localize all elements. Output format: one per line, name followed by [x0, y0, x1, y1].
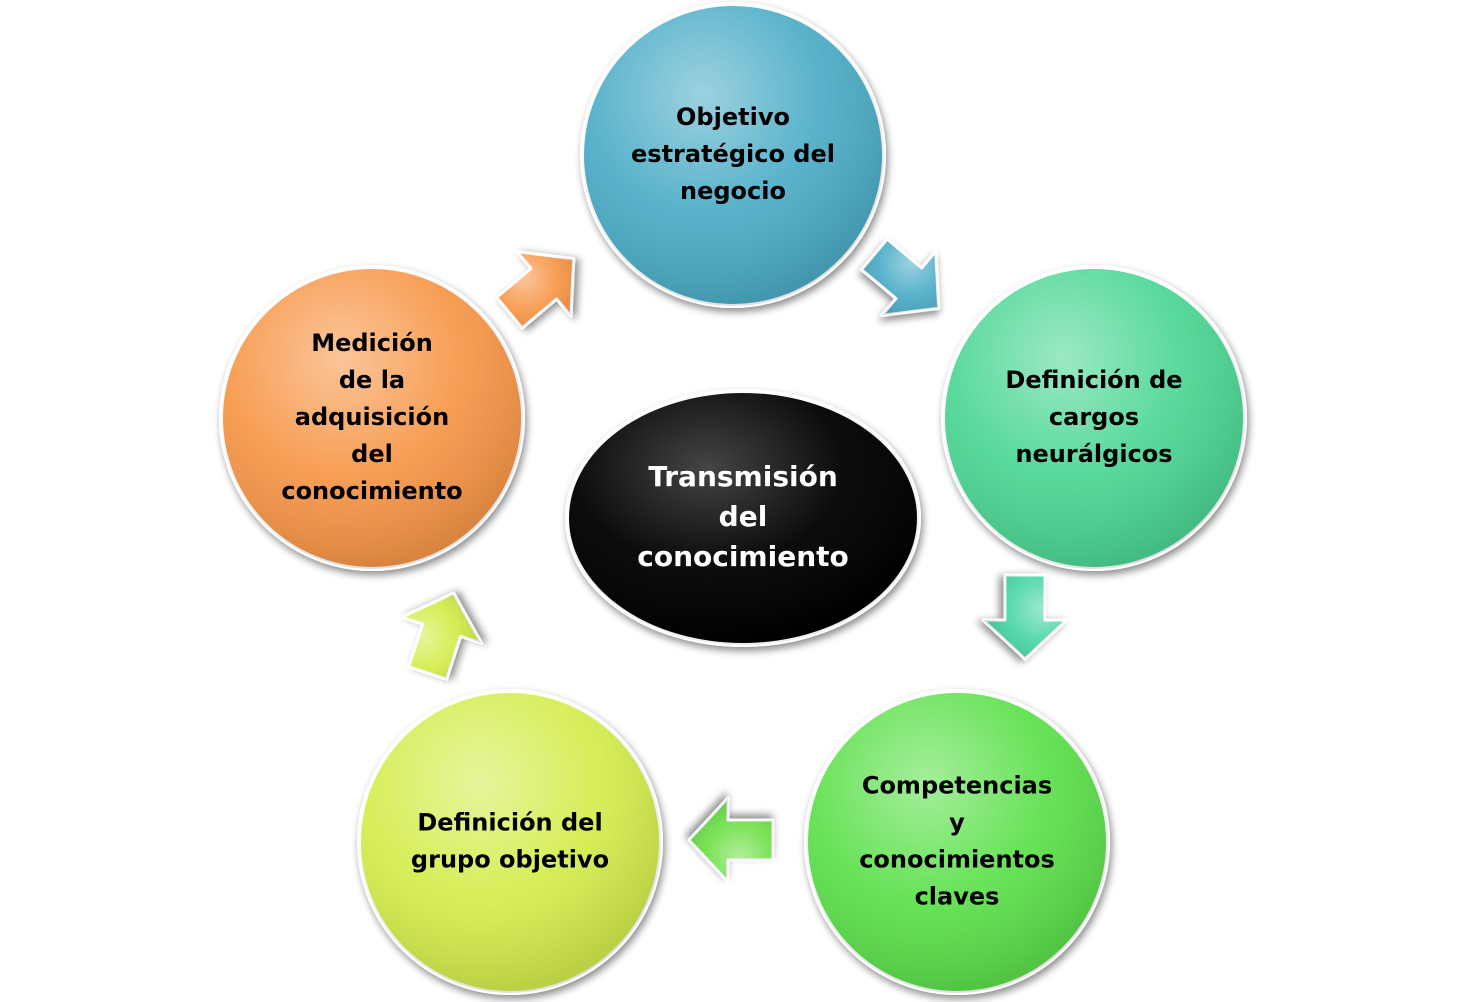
node-objetivo-line: negocio [680, 177, 786, 205]
arrow-grupo-to-medicion [400, 591, 483, 681]
arrow-gloss [861, 238, 939, 316]
arrow-cargos-to-competencias [981, 573, 1069, 661]
arrow-gloss [983, 575, 1067, 659]
node-grupo-line: Definición del [417, 809, 602, 837]
node-medicion-line: Medición [311, 329, 433, 357]
node-medicion-line: del [351, 440, 393, 468]
arrow-gloss [689, 798, 773, 882]
center-line: conocimiento [637, 540, 849, 573]
arrow-objetivo-to-cargos [860, 237, 941, 317]
node-competencias-line: conocimientos [859, 846, 1055, 874]
node-grupo-line: grupo objetivo [411, 846, 609, 874]
node-cargos-line: neurálgicos [1015, 440, 1172, 468]
node-medicion-line: conocimiento [281, 477, 462, 505]
arrow-medicion-to-objetivo [495, 250, 576, 330]
center-line: del [719, 500, 768, 533]
node-objetivo-line: Objetivo [676, 103, 790, 131]
node-gloss [221, 267, 523, 569]
node-objetivo: Objetivo estratégico del negocio [580, 2, 886, 308]
node-competencias-line: claves [915, 883, 1000, 911]
node-grupo: Definición del grupo objetivo [357, 689, 663, 995]
node-cargos-line: cargos [1049, 403, 1139, 431]
node-medicion: Medición de la adquisición del conocimiento [219, 265, 525, 571]
node-gloss [359, 691, 661, 993]
arrow-gloss [401, 593, 482, 680]
node-medicion-line: adquisición [295, 403, 449, 431]
node-competencias: Competencias y conocimientos claves [804, 689, 1110, 995]
node-cargos-line: Definición de [1005, 366, 1182, 394]
node-competencias-line: Competencias [862, 772, 1052, 800]
center-node: Transmisión del conocimiento [565, 389, 921, 647]
node-gloss [582, 4, 884, 306]
arrow-gloss [496, 251, 574, 329]
node-cargos: Definición de cargos neurálgicos [941, 265, 1247, 571]
node-medicion-line: de la [339, 366, 405, 394]
node-gloss [806, 691, 1108, 993]
arrow-competencias-to-grupo [687, 796, 775, 884]
node-competencias-line: y [949, 809, 965, 837]
center-gloss [567, 391, 919, 645]
center-line: Transmisión [648, 460, 838, 493]
node-gloss [943, 267, 1245, 569]
node-objetivo-line: estratégico del [631, 140, 835, 168]
